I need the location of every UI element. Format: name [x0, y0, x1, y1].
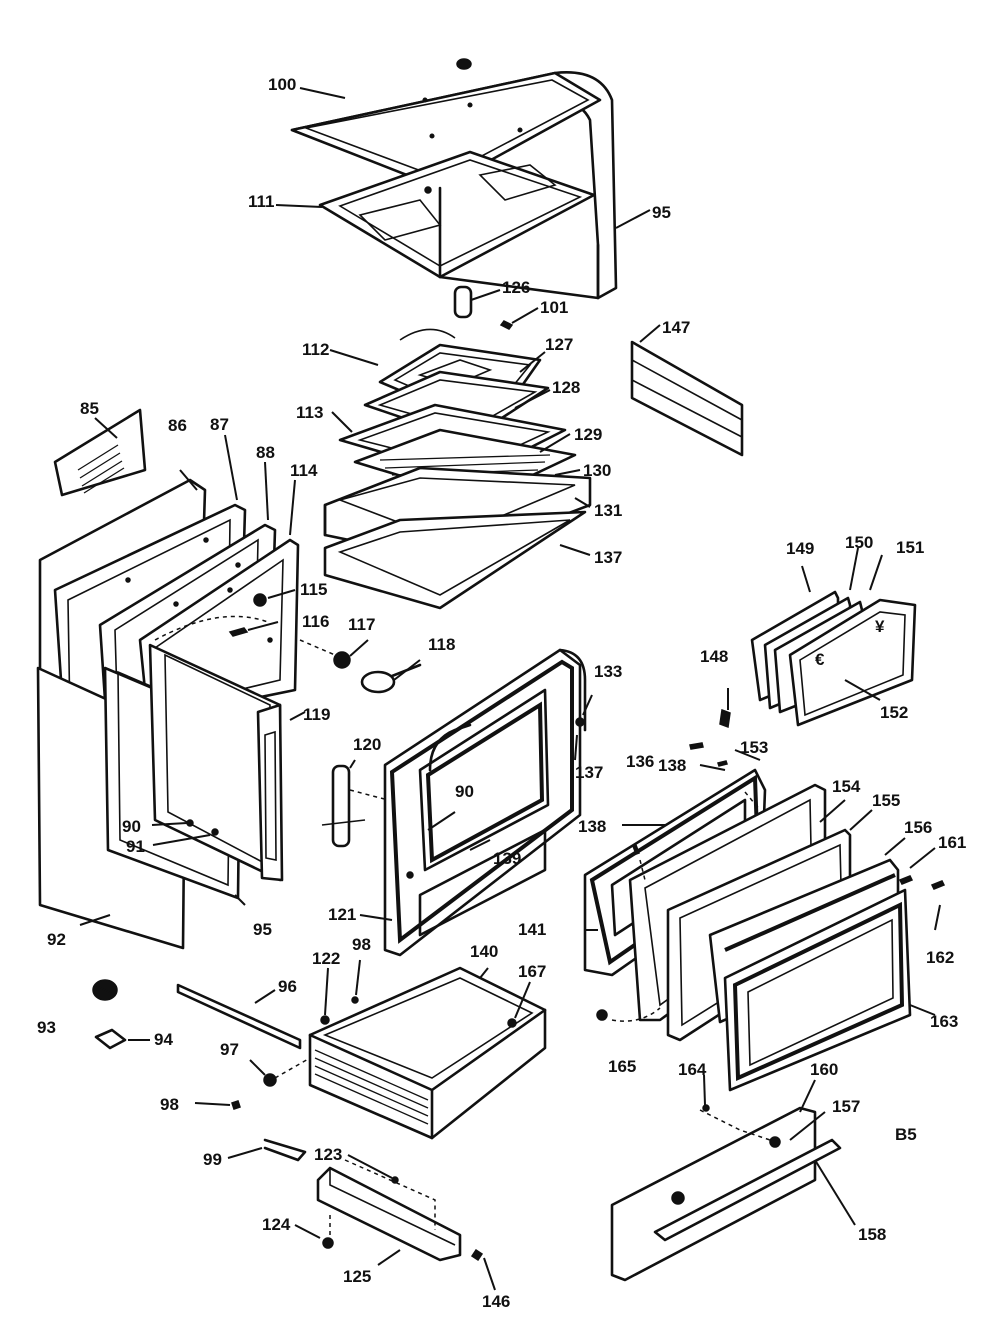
label-152: 152: [880, 703, 908, 722]
label-92: 92: [47, 930, 66, 949]
label-118: 118: [428, 635, 455, 654]
label-97: 97: [220, 1040, 239, 1059]
small-parts-left: [92, 979, 307, 1162]
label-137-door: 137: [575, 763, 603, 782]
label-139: 139: [493, 849, 521, 868]
label-91: 91: [126, 837, 145, 856]
label-88: 88: [256, 443, 275, 462]
label-94: 94: [154, 1030, 173, 1049]
label-164: 164: [678, 1060, 707, 1079]
label-138-upper: 138: [658, 756, 686, 775]
label-136: 136: [626, 752, 654, 771]
label-96: 96: [278, 977, 297, 996]
label-128: 128: [552, 378, 580, 397]
label-162: 162: [926, 948, 954, 967]
label-113: 113: [296, 403, 323, 422]
oven-door-center: [321, 648, 593, 957]
label-154: 154: [832, 777, 861, 796]
label-163: 163: [930, 1012, 958, 1031]
label-129: 129: [574, 425, 602, 444]
label-87: 87: [210, 415, 229, 434]
label-100: 100: [268, 75, 296, 94]
label-140: 140: [470, 942, 498, 961]
label-160: 160: [810, 1060, 838, 1079]
label-119: 119: [303, 705, 330, 724]
label-111: 111: [248, 192, 275, 211]
oven-rack-147: [630, 324, 744, 457]
oven-stack-leaders: [329, 349, 591, 556]
label-149: 149: [786, 539, 814, 558]
label-95-top: 95: [652, 203, 671, 222]
label-127: 127: [545, 335, 573, 354]
label-133: 133: [594, 662, 622, 681]
label-137-top: 137: [594, 548, 622, 567]
label-131: 131: [594, 501, 622, 520]
label-156: 156: [904, 818, 932, 837]
cooktop-leaders: [275, 87, 651, 229]
oven-element-stack: [323, 328, 592, 610]
toe-kick-125: [294, 1154, 496, 1291]
label-150: 150: [845, 533, 873, 552]
label-155: 155: [872, 791, 900, 810]
label-148: 148: [700, 647, 728, 666]
label-116: 116: [302, 612, 329, 631]
label-126: 126: [502, 278, 530, 297]
post-126: [453, 285, 539, 330]
label-85: 85: [80, 399, 99, 418]
label-90-door: 90: [455, 782, 474, 801]
storage-drawer: [176, 959, 547, 1140]
svg-text:€: €: [815, 650, 825, 669]
label-167: 167: [518, 962, 546, 981]
label-151: 151: [896, 538, 924, 557]
drawer-front-panel: [610, 1079, 856, 1282]
label-153: 153: [740, 738, 768, 757]
label-161: 161: [938, 833, 966, 852]
label-86: 86: [168, 416, 187, 435]
left-side-parts: [79, 434, 422, 926]
label-120: 120: [353, 735, 381, 754]
label-99: 99: [203, 1150, 222, 1169]
label-125: 125: [343, 1267, 371, 1286]
label-165: 165: [608, 1057, 636, 1076]
label-130: 130: [583, 461, 611, 480]
label-98-upper: 98: [352, 935, 371, 954]
label-157: 157: [832, 1097, 860, 1116]
label-101: 101: [540, 298, 568, 317]
label-123: 123: [314, 1145, 342, 1164]
label-98-left: 98: [160, 1095, 179, 1114]
label-121: 121: [328, 905, 356, 924]
label-117: 117: [348, 615, 375, 634]
label-146: 146: [482, 1292, 510, 1311]
label-95-left: 95: [253, 920, 272, 939]
page-code: B5: [895, 1125, 917, 1144]
svg-text:¥: ¥: [875, 617, 885, 636]
label-158: 158: [858, 1225, 886, 1244]
part-labels: 85 86 87 88 114 115 116 117 118 119 90 9…: [37, 75, 966, 1311]
left-side-panels: [36, 408, 300, 950]
label-122: 122: [312, 949, 340, 968]
label-147: 147: [662, 318, 690, 337]
label-124: 124: [262, 1215, 291, 1234]
label-93: 93: [37, 1018, 56, 1037]
label-114: 114: [290, 461, 318, 480]
oven-door-right-layers: [583, 742, 946, 1106]
control-panel: € ¥: [719, 547, 917, 729]
label-138-lower: 138: [578, 817, 606, 836]
label-90-left: 90: [122, 817, 141, 836]
cooktop-assembly: [290, 58, 618, 300]
label-112: 112: [302, 340, 329, 359]
label-115: 115: [300, 580, 327, 599]
label-141: 141: [518, 920, 546, 939]
